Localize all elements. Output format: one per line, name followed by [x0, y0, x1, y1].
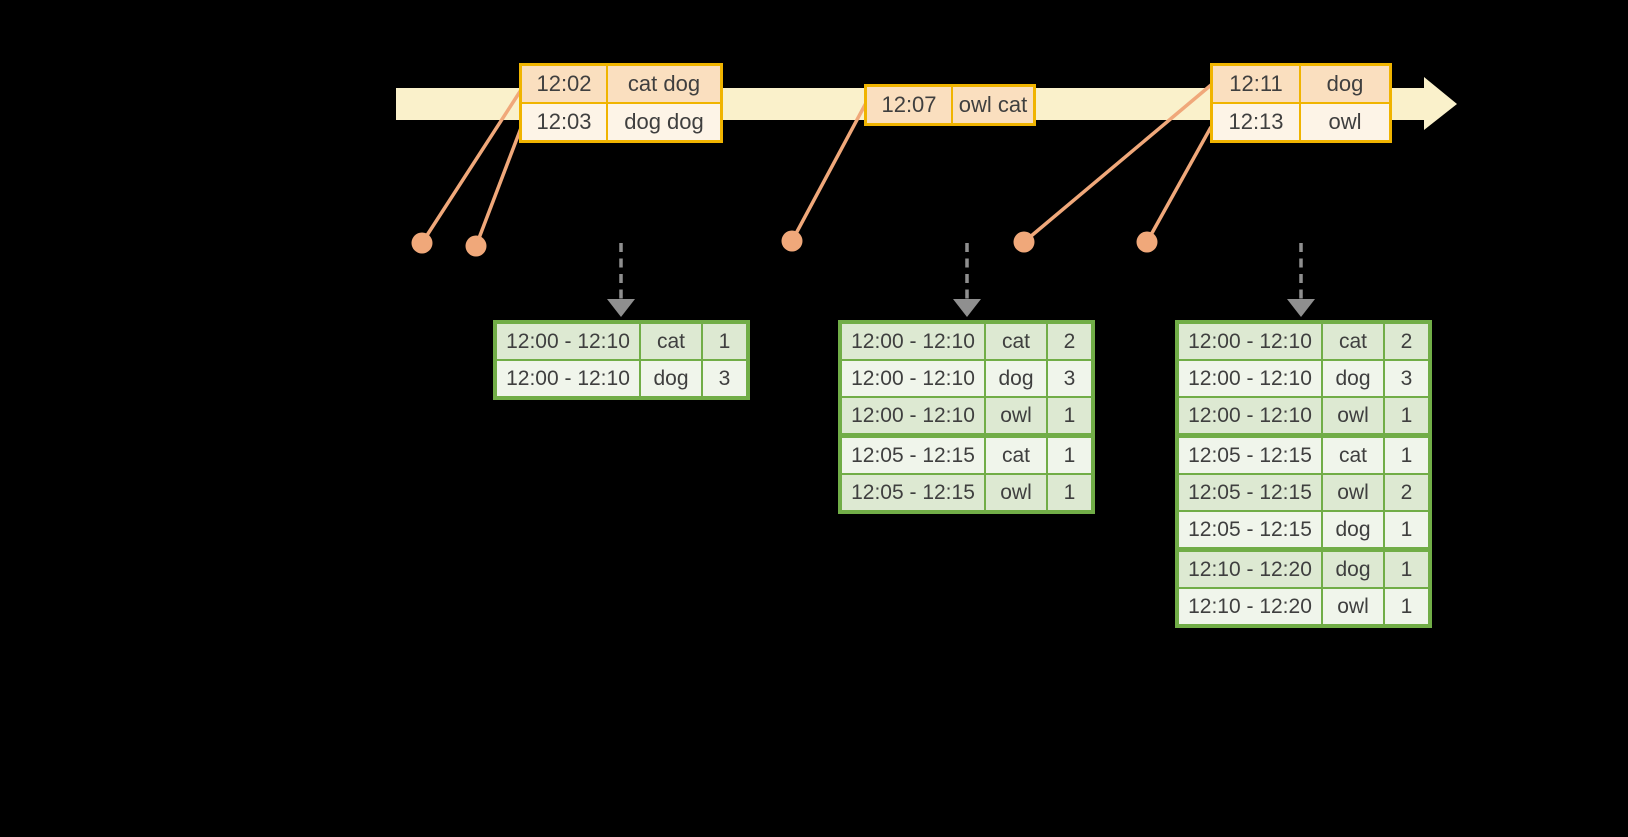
- trigger-arrow: [1287, 243, 1315, 317]
- word-cell: cat: [986, 324, 1046, 359]
- word-cell: cat: [1323, 324, 1383, 359]
- event-dot: [1013, 231, 1035, 253]
- event-connector: [1022, 83, 1213, 244]
- window-cell: 12:05 - 12:15: [1179, 512, 1321, 547]
- word-cell: dog: [1323, 552, 1383, 587]
- words-cell: owl cat: [953, 87, 1033, 123]
- window-cell: 12:05 - 12:15: [842, 475, 984, 510]
- time-cell: 12:03: [522, 104, 606, 140]
- event-connector: [790, 102, 868, 242]
- window-cell: 12:00 - 12:10: [842, 398, 984, 433]
- time-cell: 12:11: [1213, 66, 1299, 102]
- word-cell: dog: [1323, 512, 1383, 547]
- count-cell: 2: [1048, 324, 1091, 359]
- words-cell: cat dog: [608, 66, 720, 102]
- count-cell: 2: [1385, 324, 1428, 359]
- window-cell: 12:00 - 12:10: [1179, 324, 1321, 359]
- event-connector: [420, 89, 523, 244]
- window-cell: 12:00 - 12:10: [1179, 398, 1321, 433]
- word-cell: dog: [1323, 361, 1383, 396]
- count-cell: 1: [1385, 552, 1428, 587]
- time-cell: 12:13: [1213, 104, 1299, 140]
- count-cell: 1: [1048, 475, 1091, 510]
- window-cell: 12:10 - 12:20: [1179, 589, 1321, 624]
- window-cell: 12:10 - 12:20: [1179, 552, 1321, 587]
- window-cell: 12:00 - 12:10: [842, 361, 984, 396]
- word-cell: owl: [1323, 398, 1383, 433]
- event-connector-lines: [420, 83, 1213, 247]
- event-dot: [781, 230, 803, 252]
- event-dot: [411, 232, 433, 254]
- words-cell: dog: [1301, 66, 1389, 102]
- time-cell: 12:07: [867, 87, 951, 123]
- count-cell: 3: [1048, 361, 1091, 396]
- event-connector: [1145, 126, 1213, 243]
- count-cell: 3: [1385, 361, 1428, 396]
- word-cell: cat: [641, 324, 701, 359]
- count-cell: 1: [1385, 512, 1428, 547]
- word-cell: dog: [641, 361, 701, 396]
- count-cell: 2: [1385, 475, 1428, 510]
- window-cell: 12:05 - 12:15: [1179, 438, 1321, 473]
- count-cell: 3: [703, 361, 746, 396]
- count-cell: 1: [703, 324, 746, 359]
- word-cell: owl: [1323, 475, 1383, 510]
- window-cell: 12:05 - 12:15: [842, 438, 984, 473]
- window-cell: 12:00 - 12:10: [497, 324, 639, 359]
- window-cell: 12:00 - 12:10: [497, 361, 639, 396]
- word-cell: owl: [1323, 589, 1383, 624]
- word-cell: dog: [986, 361, 1046, 396]
- word-cell: cat: [986, 438, 1046, 473]
- time-cell: 12:02: [522, 66, 606, 102]
- count-cell: 1: [1385, 398, 1428, 433]
- window-cell: 12:00 - 12:10: [1179, 361, 1321, 396]
- word-cell: cat: [1323, 438, 1383, 473]
- count-cell: 1: [1385, 438, 1428, 473]
- words-cell: owl: [1301, 104, 1389, 140]
- word-cell: owl: [986, 475, 1046, 510]
- window-cell: 12:05 - 12:15: [1179, 475, 1321, 510]
- trigger-arrow: [607, 243, 635, 317]
- event-dot: [1136, 231, 1158, 253]
- event-dot: [465, 235, 487, 257]
- word-cell: owl: [986, 398, 1046, 433]
- count-cell: 1: [1048, 398, 1091, 433]
- event-dots: [411, 230, 1158, 257]
- window-cell: 12:00 - 12:10: [842, 324, 984, 359]
- trigger-arrow: [953, 243, 981, 317]
- count-cell: 1: [1385, 589, 1428, 624]
- words-cell: dog dog: [608, 104, 720, 140]
- trigger-arrows: [607, 243, 1315, 317]
- event-connector: [474, 127, 523, 247]
- count-cell: 1: [1048, 438, 1091, 473]
